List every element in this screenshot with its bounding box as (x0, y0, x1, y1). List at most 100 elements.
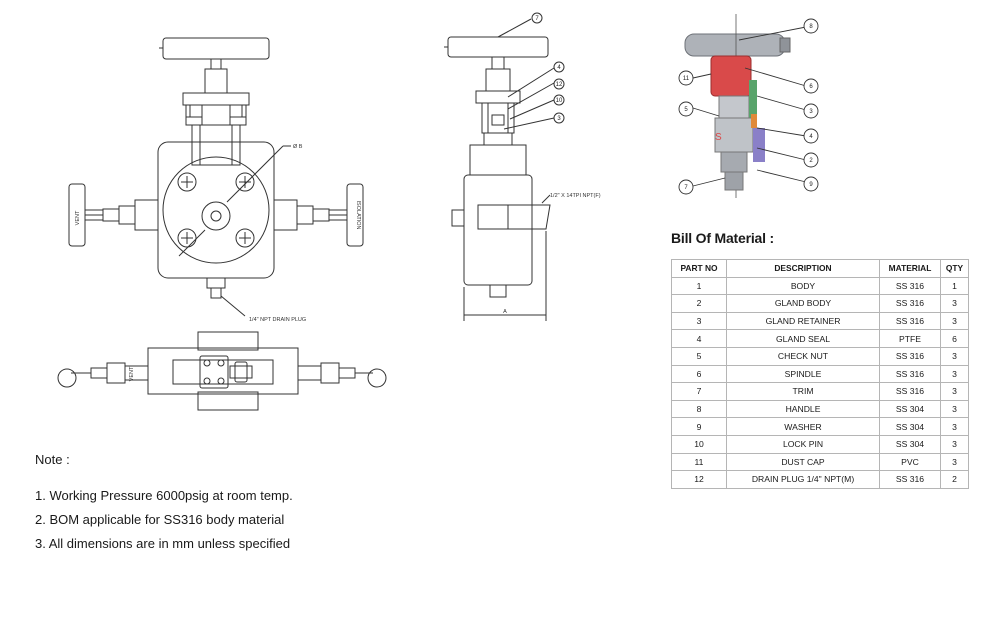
isolation-handwheel (367, 368, 387, 388)
cell-part-no: 2 (671, 294, 727, 313)
callout-3: 3 (557, 116, 561, 122)
callout-7: 7 (535, 16, 539, 22)
handle-bar (684, 33, 786, 57)
note-title: Note : (35, 452, 70, 467)
cell-part-no: 6 (671, 364, 727, 384)
cell-part-no: 1 (671, 276, 727, 296)
cell-qty: 2 (940, 470, 969, 489)
isolation-handle (346, 183, 364, 247)
cell-material: SS 316 (879, 470, 941, 489)
cell-qty: 1 (940, 276, 969, 296)
svg-text:S: S (715, 132, 722, 143)
cell-part-no: 10 (671, 434, 727, 454)
front-view-drawing: Ø B VENT ISOLATION 1/4" NPT DRAIN PLUG (68, 37, 364, 323)
cell-part-no: 12 (671, 470, 727, 489)
col-part-no: PART NO (671, 259, 727, 278)
side-handle (447, 36, 549, 58)
isolation-label: ISOLATION (355, 201, 361, 230)
cell-qty: 3 (940, 364, 969, 384)
cell-qty: 3 (940, 382, 969, 401)
cell-material: SS 316 (879, 346, 941, 366)
flange-hole (235, 172, 255, 192)
cell-material: SS 304 (879, 417, 941, 436)
cell-part-no: 4 (671, 329, 727, 348)
cell-qty: 3 (940, 452, 969, 472)
cell-description: HANDLE (726, 399, 880, 419)
cell-material: SS 316 (879, 364, 941, 384)
callout-6: 6 (809, 84, 813, 90)
callout-12: 12 (556, 82, 563, 88)
cell-description: GLAND RETAINER (726, 311, 880, 331)
top-handle (162, 37, 270, 60)
callout-9: 9 (809, 182, 813, 188)
flange-hole (177, 228, 197, 248)
cell-material: PVC (879, 452, 941, 472)
note-item: 2. BOM applicable for SS316 body materia… (35, 512, 285, 527)
cell-material: SS 316 (879, 276, 941, 296)
cell-part-no: 5 (671, 346, 727, 366)
cell-material: SS 304 (879, 434, 941, 454)
note-item: 1. Working Pressure 6000psig at room tem… (35, 488, 293, 503)
dim-a-label: A (503, 309, 507, 315)
cell-qty: 6 (940, 329, 969, 348)
drain-plug (206, 277, 226, 289)
cell-qty: 3 (940, 434, 969, 454)
cell-description: GLAND BODY (726, 294, 880, 313)
cell-qty: 3 (940, 294, 969, 313)
cell-description: TRIM (726, 382, 880, 401)
cell-description: SPINDLE (726, 364, 880, 384)
cell-description: GLAND SEAL (726, 329, 880, 348)
bolt (203, 377, 211, 385)
body-block (157, 141, 275, 279)
vent-label: VENT (75, 210, 81, 225)
top-view-drawing: VENT (57, 331, 387, 411)
bolt (203, 359, 211, 367)
col-material: MATERIAL (879, 259, 941, 278)
cell-material: SS 316 (879, 311, 941, 331)
cell-part-no: 8 (671, 399, 727, 419)
bolt (217, 359, 225, 367)
cell-part-no: 3 (671, 311, 727, 331)
cell-qty: 3 (940, 417, 969, 436)
cell-description: DRAIN PLUG 1/4" NPT(M) (726, 470, 880, 489)
cell-qty: 3 (940, 399, 969, 419)
callout-11: 11 (683, 76, 690, 82)
bom-header-row: PART NO DESCRIPTION MATERIAL QTY (671, 259, 969, 278)
callout-4: 4 (809, 134, 813, 140)
cell-description: BODY (726, 276, 880, 296)
dia-b-label: Ø B (293, 144, 303, 150)
side-view-drawing: 7 4 12 10 3 1/2" X 14TPI NPT(F) A (444, 12, 601, 321)
side-body (463, 174, 533, 286)
cutaway-illustration: S 8 6 3 4 2 9 11 5 7 (678, 14, 819, 198)
callout-3: 3 (809, 109, 813, 115)
cell-material: SS 316 (879, 382, 941, 401)
cell-part-no: 9 (671, 417, 727, 436)
cell-material: PTFE (879, 329, 941, 348)
bolt (217, 377, 225, 385)
cell-part-no: 7 (671, 382, 727, 401)
cell-material: SS 316 (879, 294, 941, 313)
cell-description: DUST CAP (726, 452, 880, 472)
bom-title: Bill Of Material : (671, 230, 774, 246)
vent-handle (68, 183, 86, 247)
cell-description: WASHER (726, 417, 880, 436)
flange-hole (177, 172, 197, 192)
dust-cap (710, 55, 752, 97)
callout-7: 7 (684, 185, 688, 191)
callout-4: 4 (557, 65, 561, 71)
cell-material: SS 304 (879, 399, 941, 419)
callout-2: 2 (809, 158, 813, 164)
cell-description: CHECK NUT (726, 346, 880, 366)
